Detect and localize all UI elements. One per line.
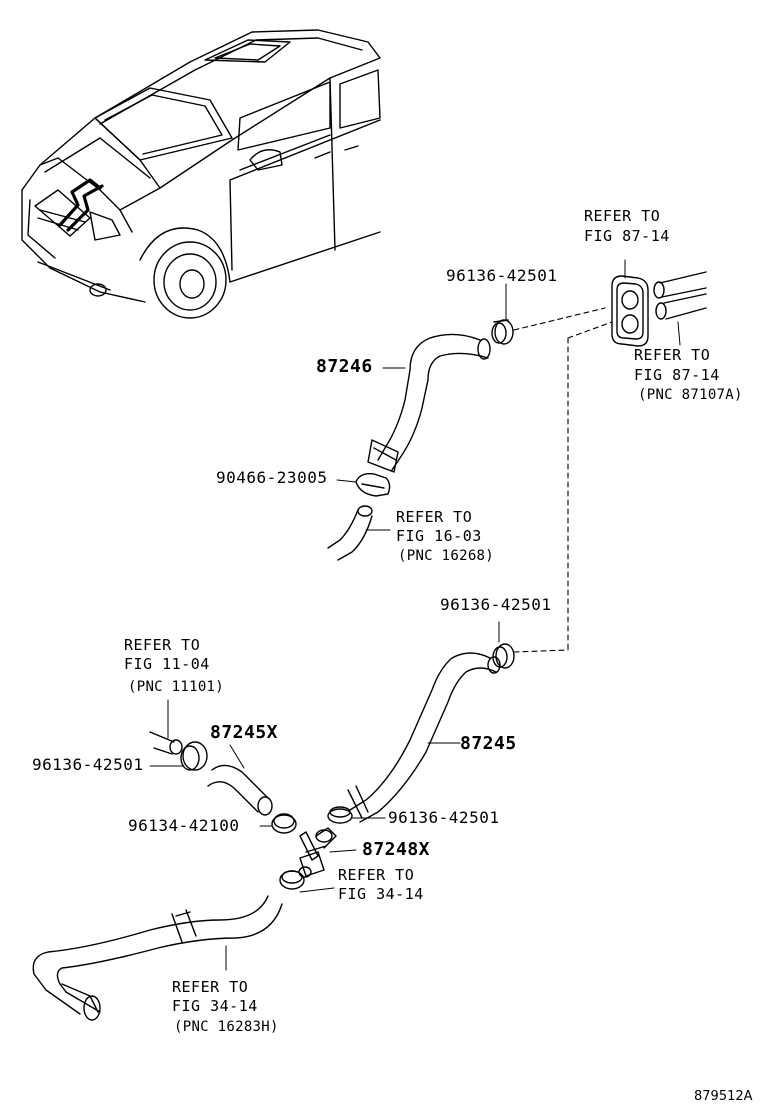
clamp-mid-right (492, 643, 515, 669)
refer-3414b-line2: FIG 34-14 (172, 997, 258, 1015)
refer-mid-line2: FIG 87-14 (634, 366, 720, 384)
clamp-lower (279, 870, 305, 890)
refer-1603-pnc: (PNC 16268) (398, 548, 495, 564)
refer-1104-line2: FIG 11-04 (124, 655, 210, 673)
refer-1104-pnc: (PNC 11101) (128, 679, 225, 695)
refer-3414a-line1: REFER TO (338, 866, 415, 884)
label-87248x: 87248X (362, 839, 431, 860)
grommet (611, 275, 649, 347)
hose-to-engine (327, 505, 373, 561)
label-clamp-center-right: 96136-42501 (388, 808, 500, 827)
hose-87245x (207, 764, 273, 816)
label-87245: 87245 (460, 733, 517, 754)
clamp-center (271, 813, 297, 834)
refer-1104-line1: REFER TO (124, 636, 201, 654)
refer-1603-line2: FIG 16-03 (396, 527, 482, 545)
label-clip-90466: 90466-23005 (216, 468, 328, 487)
refer-3414b-line1: REFER TO (172, 978, 249, 996)
refer-mid-line1: REFER TO (634, 346, 711, 364)
label-clamp-upper: 96136-42501 (446, 266, 558, 285)
label-clamp-left: 96136-42501 (32, 755, 144, 774)
label-clamp-mid-right: 96136-42501 (440, 595, 552, 614)
radiator-hose (32, 895, 283, 1021)
label-clamp-center: 96134-42100 (128, 816, 240, 835)
label-87245x: 87245X (210, 722, 279, 743)
diagram-code: 879512A (694, 1089, 753, 1104)
clamp-center-right (327, 806, 353, 824)
refer-3414b-pnc: (PNC 16283H) (174, 1019, 279, 1035)
vehicle-illustration (21, 29, 381, 319)
refer-top-line2: FIG 87-14 (584, 227, 670, 245)
pipe-left (149, 731, 183, 755)
refer-1603-line1: REFER TO (396, 508, 473, 526)
refer-mid-pnc: (PNC 87107A) (638, 387, 743, 403)
hose-87246 (367, 333, 491, 473)
refer-3414a-line2: FIG 34-14 (338, 885, 424, 903)
refer-top-line1: REFER TO (584, 207, 661, 225)
hose-87245 (347, 652, 501, 823)
heater-pipes (653, 271, 707, 320)
clamp-upper (491, 319, 514, 345)
clamp-left (180, 741, 208, 771)
tee-joint-87248x (298, 827, 337, 878)
clip-90466 (355, 472, 391, 497)
label-87246: 87246 (316, 356, 373, 377)
